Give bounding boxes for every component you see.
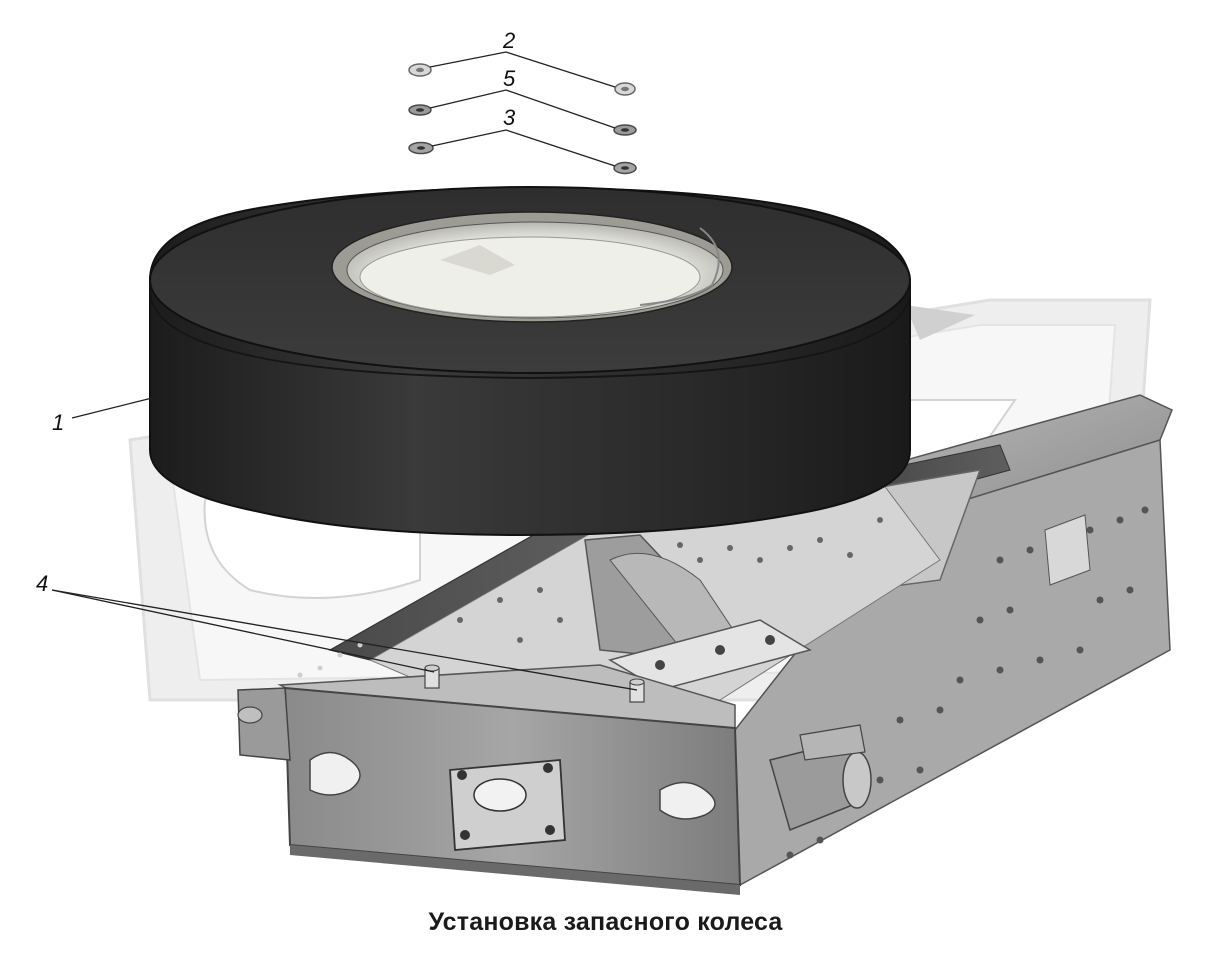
washer-part-5 xyxy=(408,104,637,136)
callout-3: 3 xyxy=(503,105,516,130)
leader-line-4a xyxy=(51,589,435,673)
nut-part-2 xyxy=(408,63,636,96)
leader-line-1 xyxy=(71,397,153,419)
leader-lines xyxy=(51,51,638,691)
leader-line-5 xyxy=(429,89,616,129)
callout-5: 5 xyxy=(503,66,516,91)
callout-4: 4 xyxy=(36,571,48,596)
figure-caption: Установка запасного колеса xyxy=(428,908,783,936)
washer-part-3 xyxy=(408,141,637,175)
callout-1: 1 xyxy=(52,410,64,435)
callout-2: 2 xyxy=(502,28,515,53)
leader-line-2 xyxy=(429,51,616,88)
leader-line-3 xyxy=(431,129,616,167)
fasteners-group xyxy=(408,63,637,175)
mounting-frame xyxy=(237,394,1173,895)
leader-line-4b xyxy=(51,589,638,691)
spare-tire-part-1 xyxy=(149,186,911,537)
